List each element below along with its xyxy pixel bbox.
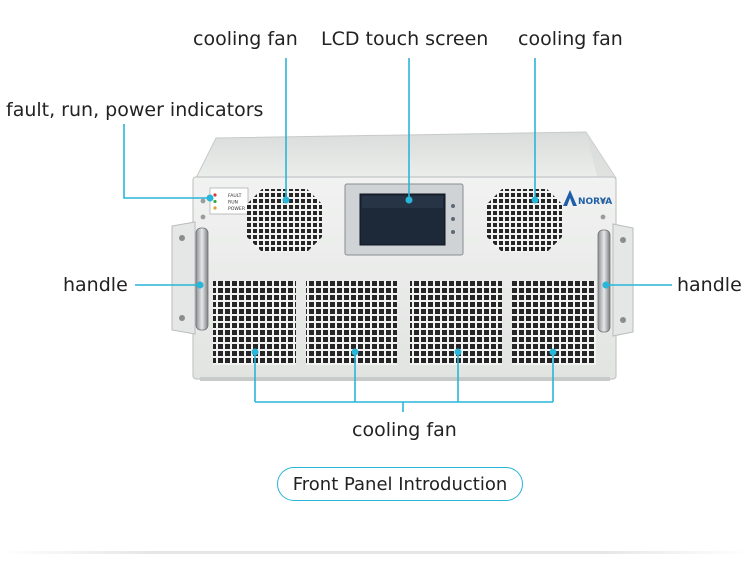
lcd-glare [362,196,443,208]
chassis-base-edge [200,377,610,381]
lcd-button-icon [451,204,455,208]
chassis-top [195,131,617,179]
caption-pill: Front Panel Introduction [277,467,523,501]
screw [200,198,206,204]
screw [200,214,206,220]
callout-dot [282,196,290,204]
callout-dot [196,281,204,289]
callout-dot [602,281,610,289]
callout-dot [351,348,359,356]
label-indicators: fault, run, power indicators [6,99,264,121]
ear-hole-left-top [179,235,185,241]
screw [600,214,606,220]
fan-vent-bottom-2 [306,281,397,365]
ear-hole-right-bottom [620,317,626,323]
callout-dot [549,348,557,356]
lcd-screen [359,193,446,246]
fan-vent-top-left [247,189,322,252]
label-lcd-touch-screen: LCD touch screen [321,28,489,50]
indicator-fault-text: FAULT [228,193,242,199]
ear-hole-right-top [620,237,626,243]
brand-logo-icon [563,190,577,206]
screw [600,198,606,204]
power-led-icon [213,206,217,210]
label-cooling-fan-top-left: cooling fan [193,28,298,50]
indicator-run-text: RUN [228,200,238,206]
label-handle-right: handle [677,274,742,296]
callout-dot [251,348,259,356]
lcd-button-icon [451,217,455,221]
indicator-power-text: POWER [228,206,246,212]
lcd-button-icon [451,230,455,234]
handle-left-bar [195,227,209,331]
label-cooling-fan-bottom: cooling fan [352,419,457,441]
brand-name: NORYA [578,197,612,207]
fault-led-icon [213,193,217,197]
callout-dot [454,348,462,356]
rack-ear-left [171,221,196,335]
run-led-icon [213,199,217,204]
ear-hole-left-bottom [179,315,185,321]
rack-ear-right [612,223,634,337]
callout-dot [206,194,214,202]
footer-divider [0,551,750,554]
callout-lines [123,58,672,412]
callout-dot [405,196,413,204]
callout-dots [196,194,610,356]
label-handle-left: handle [63,274,128,296]
fan-vent-top-right [487,189,562,252]
caption-text: Front Panel Introduction [292,473,508,495]
label-cooling-fan-top-right: cooling fan [518,28,623,50]
callout-dot [531,196,539,204]
handle-right-bar [597,229,611,333]
